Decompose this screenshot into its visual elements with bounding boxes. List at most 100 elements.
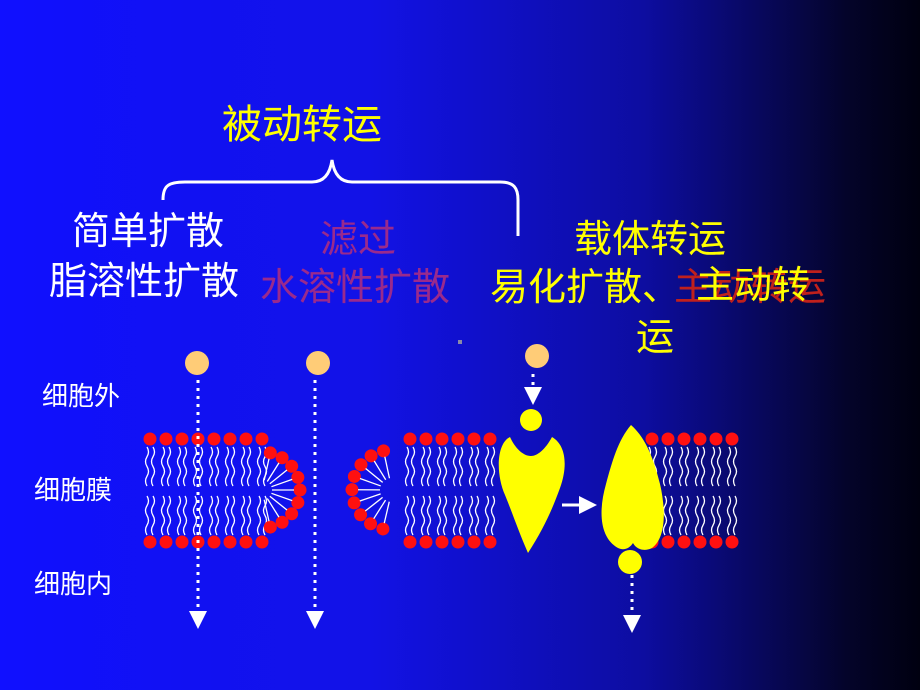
- lipid-tail: [442, 446, 448, 487]
- lipid-tail: [436, 446, 442, 487]
- lipid-tail: [198, 495, 204, 536]
- lipid-tail: [484, 495, 490, 536]
- lipid-tail: [240, 446, 246, 487]
- lipid-head: [223, 535, 237, 549]
- label-active-transport-overlay: 主动转运: [674, 265, 827, 309]
- lipid-tail: [263, 499, 270, 522]
- lipid-head: [285, 507, 299, 521]
- lipid-tail: [266, 462, 280, 482]
- lipid-tail: [269, 495, 288, 511]
- lipid-head: [725, 535, 739, 549]
- lipid-head: [275, 515, 289, 529]
- lipid-head: [354, 458, 368, 472]
- lipid-tail: [266, 498, 280, 518]
- lipid-head: [725, 432, 739, 446]
- label-water-soluble-diffusion: 水溶性扩散: [260, 265, 451, 309]
- lipid-head: [403, 535, 417, 549]
- lipid-tail: [716, 495, 722, 536]
- lipid-head: [354, 508, 368, 522]
- label-active-transport-line1: 主动转: [696, 263, 811, 307]
- label-carrier-transport: 载体转运: [574, 217, 727, 261]
- label-simple-diffusion: 简单扩散: [72, 209, 225, 253]
- carrier-protein-open: [498, 437, 565, 553]
- lipid-tail: [726, 446, 732, 487]
- lipid-head: [263, 446, 277, 460]
- lipid-tail: [230, 446, 236, 487]
- heading-passive-transport: 被动转运: [222, 102, 382, 148]
- lipid-head: [239, 432, 253, 446]
- lipid-head: [403, 432, 417, 446]
- lipid-head: [419, 535, 433, 549]
- lipid-head: [419, 432, 433, 446]
- lipid-head: [377, 444, 391, 458]
- lipid-head: [143, 432, 157, 446]
- lipid-head: [483, 535, 497, 549]
- lipid-tail: [214, 495, 220, 536]
- lipid-tail: [208, 446, 214, 487]
- lipid-head: [693, 432, 707, 446]
- lipid-head: [223, 432, 237, 446]
- lipid-head: [175, 535, 189, 549]
- lipid-tail: [192, 446, 198, 487]
- lipid-tail: [262, 495, 268, 536]
- lipid-tail: [474, 446, 480, 487]
- lipid-tail: [474, 495, 480, 536]
- lipid-head: [239, 535, 253, 549]
- lipid-tail: [436, 495, 442, 536]
- lipid-head: [677, 535, 691, 549]
- lipid-tail: [230, 495, 236, 536]
- lipid-tail: [224, 495, 230, 536]
- lipid-tail: [198, 446, 204, 487]
- lipid-head: [255, 432, 269, 446]
- lipid-tail: [359, 493, 381, 502]
- lipid-head: [451, 535, 465, 549]
- lipid-tail: [410, 495, 416, 536]
- lipid-tail: [383, 501, 390, 524]
- passive-transport-brace: [161, 159, 520, 236]
- lipid-head: [207, 432, 221, 446]
- lipid-tail: [662, 446, 668, 487]
- bound-solute-bottom: [618, 550, 642, 574]
- lipid-head: [483, 432, 497, 446]
- lipid-tail: [458, 495, 464, 536]
- lipid-head: [345, 483, 359, 497]
- lipid-tail: [256, 446, 262, 487]
- lipid-tail: [176, 495, 182, 536]
- lipid-head: [645, 432, 659, 446]
- lipid-tail: [246, 495, 252, 536]
- lipid-tail: [700, 495, 706, 536]
- lipid-bilayer: [143, 432, 739, 549]
- solute-particle-lipid: [185, 351, 209, 375]
- solute-particle-carrier: [525, 344, 549, 368]
- lipid-tail: [710, 446, 716, 487]
- label-cell-membrane: 细胞膜: [34, 476, 113, 506]
- lipid-head: [285, 459, 299, 473]
- lipid-tail: [144, 495, 150, 536]
- lipid-head: [275, 451, 289, 465]
- lipid-tail: [144, 446, 150, 487]
- lipid-tail: [468, 446, 474, 487]
- lipid-tail: [263, 458, 270, 481]
- lipid-tail: [452, 495, 458, 536]
- lipid-head: [255, 535, 269, 549]
- lipid-tail: [192, 495, 198, 536]
- lipid-tail: [384, 456, 391, 479]
- lipid-tail: [214, 446, 220, 487]
- lipid-tail: [668, 446, 674, 487]
- lipid-tail: [410, 446, 416, 487]
- lipid-head: [347, 469, 361, 483]
- lipid-head: [143, 535, 157, 549]
- lipid-tail: [150, 495, 156, 536]
- label-facilitated-diffusion: 易化扩散、: [490, 265, 681, 309]
- lipid-tail: [160, 495, 166, 536]
- lipid-head: [347, 496, 361, 510]
- lipid-tail: [364, 496, 383, 512]
- lipid-tail: [150, 446, 156, 487]
- lipid-tail: [716, 446, 722, 487]
- lipid-head: [376, 522, 390, 536]
- lipid-tail: [256, 495, 262, 536]
- lipid-tail: [420, 446, 426, 487]
- lipid-tail: [271, 478, 293, 488]
- carrier-protein-closed: [601, 425, 664, 550]
- lipid-tail: [426, 495, 432, 536]
